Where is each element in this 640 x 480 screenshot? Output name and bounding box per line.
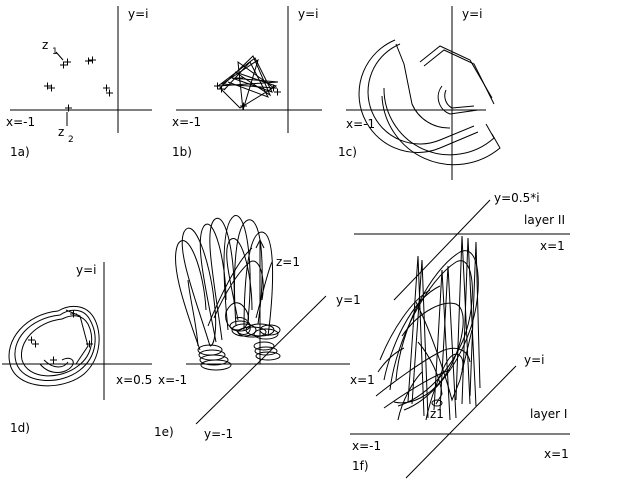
panel-1c-arc-curves <box>358 39 501 166</box>
panel-1f-top-y-label: y=0.5*i <box>494 191 540 205</box>
panel-1c-x-label: x=-1 <box>346 117 375 131</box>
panel-1a: y=i x=-1 z 1 z 2 1a) <box>6 6 152 159</box>
panel-1f-strand-curves <box>375 235 481 421</box>
panel-1f-label: 1f) <box>352 459 369 473</box>
panel-1d-points <box>28 310 93 364</box>
panel-1e-3d-loops <box>175 215 274 351</box>
panel-1e-ellipse-stacks <box>197 320 281 371</box>
panel-1b-y-label: y=i <box>298 7 319 21</box>
panel-1c-label: 1c) <box>338 145 357 159</box>
panel-1e-pos-x-label: x=1 <box>350 373 375 387</box>
panel-1f-z1-label: z1 <box>430 407 444 421</box>
panel-1f-z1-marker <box>431 399 443 407</box>
panel-1a-z1-pointer <box>55 51 64 61</box>
panel-1c-y-label: y=i <box>462 7 483 21</box>
panel-1e-neg-y-label: y=-1 <box>204 427 233 441</box>
panel-1a-y-label: y=i <box>128 7 149 21</box>
panel-1c: y=i x=-1 1c) <box>338 6 501 180</box>
panel-1e-pos-y-label: y=1 <box>336 293 361 307</box>
panel-1f-top-layer-name: layer II <box>524 213 565 227</box>
panel-1a-x-label: x=-1 <box>6 115 35 129</box>
panel-1a-z1-label: z <box>42 38 48 52</box>
panel-1b-points <box>214 74 281 110</box>
panel-1f-bottom-diagonal <box>405 365 517 479</box>
panel-1b-star-curve <box>216 55 279 111</box>
panel-1f-bottom-neg-x-label: x=-1 <box>352 439 381 453</box>
panel-1e-diagonal-axis <box>195 295 327 425</box>
panel-1f-top-x-label: x=1 <box>540 239 565 253</box>
panel-1b-x-label: x=-1 <box>172 115 201 129</box>
panel-1a-z2-subscript: 2 <box>68 135 74 145</box>
panel-1f-top-diagonal <box>393 199 491 301</box>
panel-1e-label: 1e) <box>154 425 174 439</box>
panel-1f: y=0.5*i layer II x=1 y=i layer I x=-1 x=… <box>350 191 570 479</box>
panel-1a-z2-label: z <box>58 125 64 139</box>
panel-1d-y-label: y=i <box>76 263 97 277</box>
panel-1d-loop-curves <box>8 305 100 387</box>
panel-1d-x-label: x=0.5 <box>116 373 152 387</box>
panel-1e-neg-x-label: x=-1 <box>158 373 187 387</box>
panel-1f-bottom-layer-name: layer I <box>530 407 567 421</box>
panel-1b: y=i x=-1 1b) <box>172 6 322 159</box>
panel-1a-z1-subscript: 1 <box>52 47 58 57</box>
panel-1f-bottom-y-label: y=i <box>524 353 545 367</box>
panel-1f-bottom-x-label: x=1 <box>544 447 569 461</box>
panel-1a-points <box>44 56 113 112</box>
panel-1e-z-label: z=1 <box>276 255 300 269</box>
panel-1d: y=i x=0.5 1d) <box>2 262 152 435</box>
panel-1e: z=1 y=1 x=-1 x=1 y=-1 <box>154 215 375 441</box>
panel-1b-label: 1b) <box>172 145 192 159</box>
panel-1a-label: 1a) <box>10 145 30 159</box>
panel-1d-label: 1d) <box>10 421 30 435</box>
